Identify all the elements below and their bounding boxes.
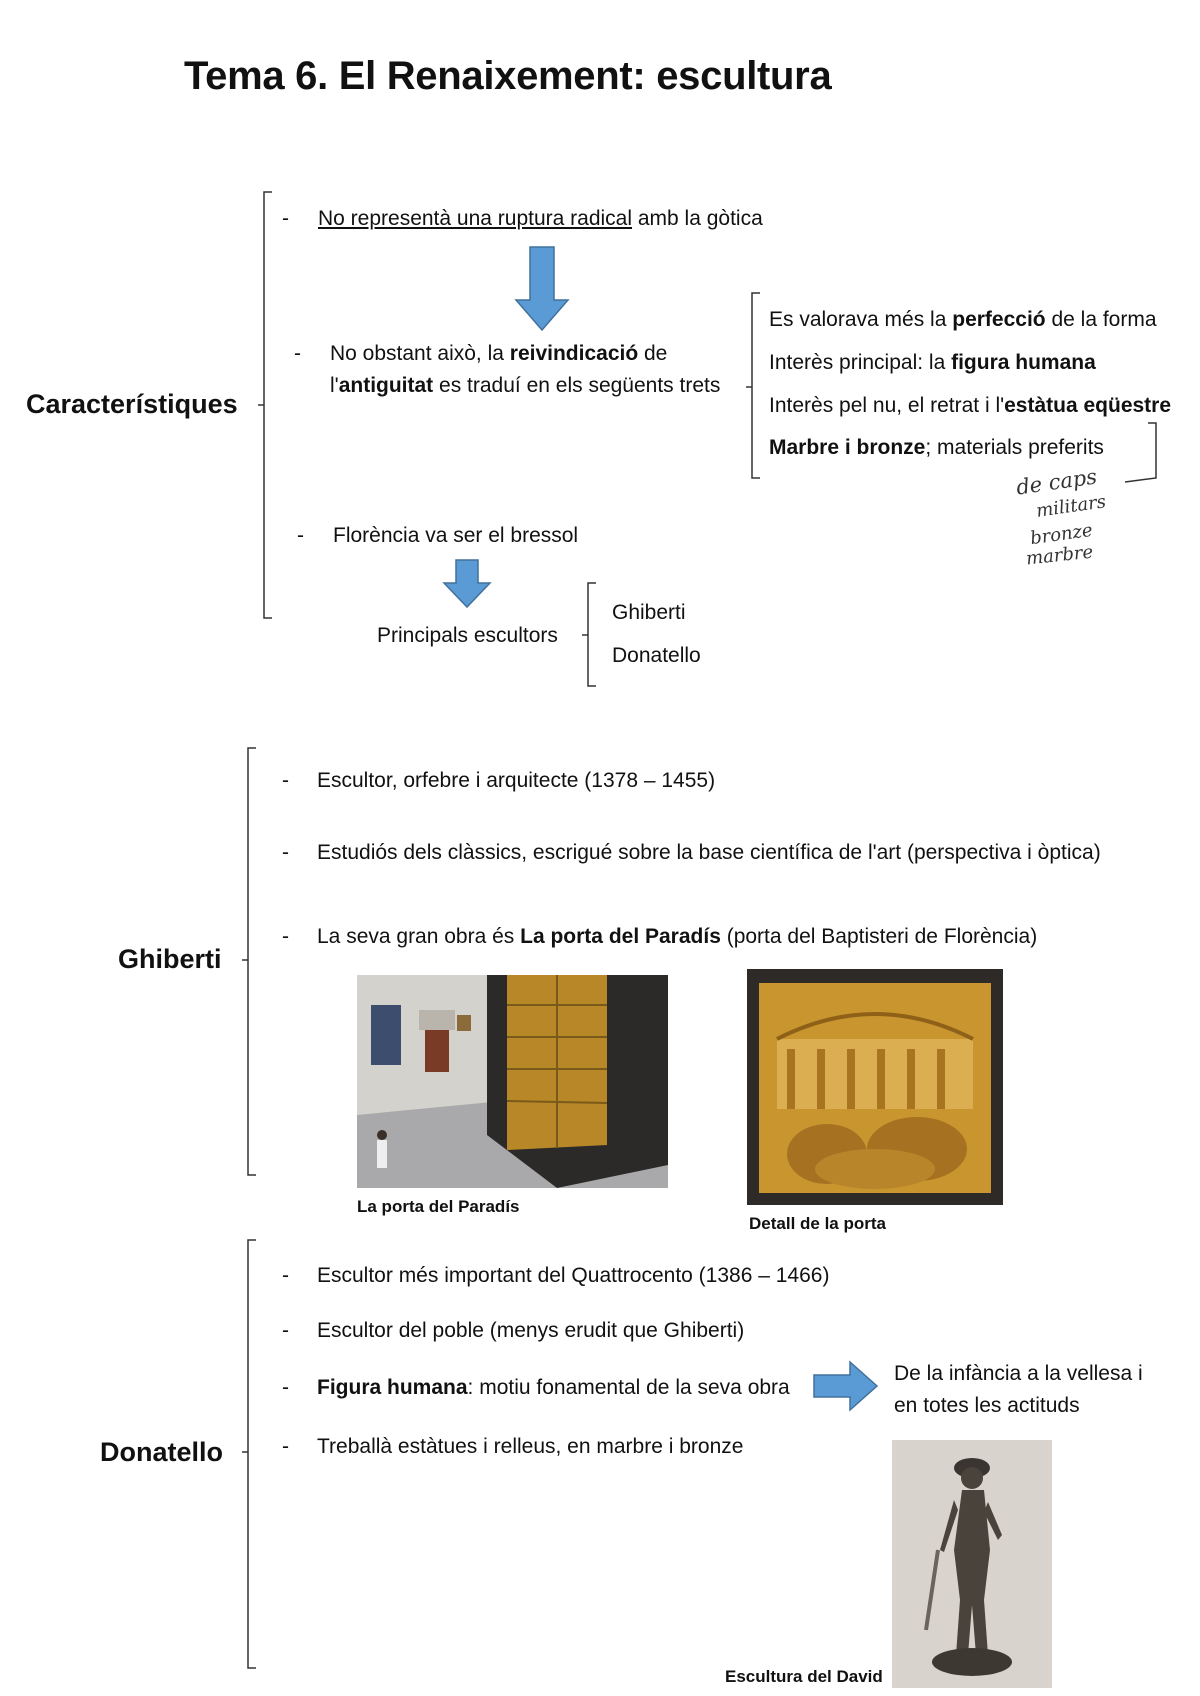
donatello-item: Escultor del poble (menys erudit que Ghi…: [317, 1319, 745, 1342]
bullet-dash: -: [297, 524, 304, 547]
item-reivindicacio-line2: l'antiguitat es traduí en els següents t…: [330, 374, 720, 398]
item-reivindicacio-line1: No obstant això, la reivindicació de: [330, 342, 667, 366]
text-part: Interès principal: la: [769, 351, 952, 374]
bracket-caracteristiques: [263, 191, 272, 619]
text-part: de: [638, 342, 668, 365]
text-bold: antiguitat: [338, 374, 434, 397]
caption-david: Escultura del David: [725, 1667, 883, 1686]
item-florencia: Florència va ser el bressol: [333, 524, 579, 547]
trait-item: Interès principal: la figura humana: [769, 351, 1096, 375]
text-bold: perfecció: [952, 308, 1046, 331]
text-part: : motiu fonamental de la seva obra: [467, 1376, 790, 1399]
text-part: de la forma: [1045, 308, 1157, 331]
ghiberti-item: Estudiós dels clàssics, escrigué sobre l…: [317, 841, 1101, 864]
trait-item: Es valorava més la perfecció de la forma: [769, 308, 1157, 332]
text-bold: La porta del Paradís: [520, 925, 721, 948]
donatello-item: Treballà estàtues i relleus, en marbre i…: [317, 1435, 744, 1458]
text-bold: Marbre i bronze: [769, 436, 926, 459]
text-part: No obstant això, la: [330, 342, 510, 365]
heading-ghiberti: Ghiberti: [118, 944, 222, 974]
donatello-item: Escultor més important del Quattrocento …: [317, 1264, 830, 1287]
item-ruptura-underlined: No representà una ruptura radical: [318, 207, 633, 230]
bullet-dash: -: [282, 769, 289, 792]
donatello-item: Figura humana: motiu fonamental de la se…: [317, 1376, 790, 1400]
bullet-dash: -: [282, 207, 289, 230]
text-part: ; materials preferits: [925, 436, 1104, 459]
text-bold: estàtua eqüestre: [1004, 394, 1172, 417]
donatello-note-line1: De la infància a la vellesa i: [894, 1362, 1143, 1385]
text-part: Es valorava més la: [769, 308, 953, 331]
sculptor-item: Ghiberti: [612, 601, 686, 624]
bracket-handwritten: [1124, 422, 1157, 483]
caption-porta-paradis: La porta del Paradís: [357, 1197, 520, 1216]
bullet-dash: -: [282, 841, 289, 864]
bullet-dash: -: [282, 1376, 289, 1399]
text-bold: figura humana: [951, 351, 1096, 374]
trait-item: Marbre i bronze; materials preferits: [769, 436, 1104, 460]
caption-detall-porta: Detall de la porta: [749, 1214, 886, 1233]
trait-item: Interès pel nu, el retrat i l'estàtua eq…: [769, 394, 1171, 418]
down-arrow-icon: [514, 246, 570, 332]
text-part: La seva gran obra és: [317, 925, 521, 948]
bullet-dash: -: [282, 1319, 289, 1342]
bullet-dash: -: [282, 1264, 289, 1287]
item-ruptura: No representà una ruptura radical amb la…: [318, 207, 763, 231]
item-ruptura-rest: amb la gòtica: [632, 207, 763, 230]
text-bold: Figura humana: [317, 1376, 468, 1399]
bullet-dash: -: [294, 342, 301, 365]
text-part: Interès pel nu, el retrat i l': [769, 394, 1005, 417]
bullet-dash: -: [282, 925, 289, 948]
bullet-dash: -: [282, 1435, 289, 1458]
label-principals-escultors: Principals escultors: [377, 624, 558, 647]
down-arrow-icon: [442, 559, 492, 609]
photo-porta-paradis: [357, 975, 668, 1188]
bracket-sculptors: [587, 582, 596, 687]
text-part: es traduí en els següents trets: [433, 374, 721, 397]
heading-donatello: Donatello: [100, 1437, 224, 1467]
bracket-donatello: [247, 1239, 256, 1669]
sculptor-item: Donatello: [612, 644, 701, 667]
heading-caracteristiques: Característiques: [26, 389, 238, 419]
bracket-ghiberti: [247, 747, 256, 1176]
right-arrow-icon: [813, 1360, 879, 1412]
text-part: (porta del Baptisteri de Florència): [720, 925, 1038, 948]
bracket-traits: [751, 292, 760, 479]
ghiberti-item: La seva gran obra és La porta del Paradí…: [317, 925, 1037, 949]
page-title: Tema 6. El Renaixement: escultura: [184, 54, 832, 98]
text-part: l': [330, 374, 339, 397]
donatello-note-line2: en totes les actituds: [894, 1394, 1080, 1417]
ghiberti-item: Escultor, orfebre i arquitecte (1378 – 1…: [317, 769, 716, 792]
photo-detall-porta: [747, 969, 1003, 1205]
text-bold: reivindicació: [509, 342, 639, 365]
photo-david: [892, 1440, 1052, 1688]
